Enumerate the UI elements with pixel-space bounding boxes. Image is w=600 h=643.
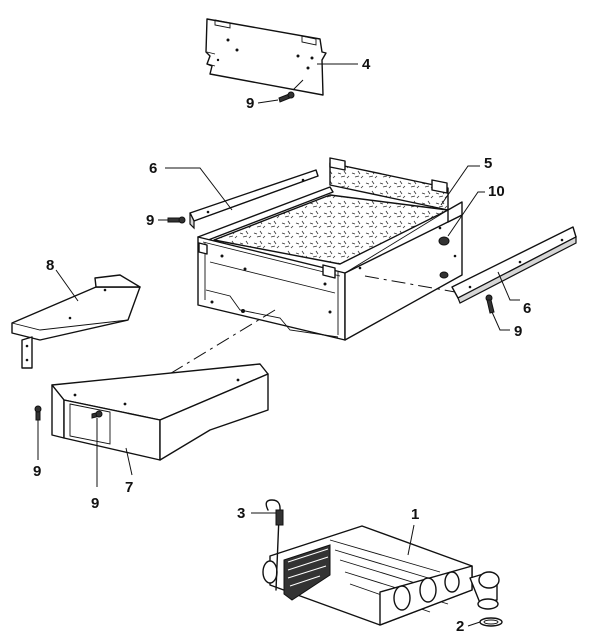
part-2-o-ring: 2 xyxy=(456,617,503,635)
callout-label-3: 3 xyxy=(237,505,245,522)
callout-label-2: 2 xyxy=(456,618,464,635)
callout-label-9-top: 9 xyxy=(246,95,254,112)
part-1-heat-exchanger xyxy=(262,525,500,626)
part-3-sensor: 3 xyxy=(237,499,284,591)
part-6-left-strip xyxy=(189,169,319,230)
part-6-right-callout: 6 xyxy=(497,271,531,317)
callout-label-9-bracket-left: 9 xyxy=(33,463,41,480)
callout-label-7: 7 xyxy=(125,479,133,496)
part-10-callout: 10 xyxy=(447,183,505,237)
callout-label-6-left: 6 xyxy=(149,160,157,177)
screw-9-bracket-right: 9 xyxy=(91,410,103,512)
part-7-bottom-bracket xyxy=(51,363,269,461)
part-6-left-callout: 6 xyxy=(149,160,233,211)
part-1-callout: 1 xyxy=(407,506,419,556)
screw-9-top: 9 xyxy=(246,79,304,112)
callout-label-5: 5 xyxy=(484,155,492,172)
part-7-callout: 7 xyxy=(125,447,133,496)
part-5-callout: 5 xyxy=(440,155,492,206)
callout-label-8: 8 xyxy=(46,257,54,274)
part-4-callout: 4 xyxy=(317,56,371,73)
callout-label-1: 1 xyxy=(411,506,419,523)
part-6-right-strip xyxy=(451,226,577,304)
callout-label-9-strip: 9 xyxy=(146,212,154,229)
part-8-callout: 8 xyxy=(46,257,79,302)
part-8-bracket xyxy=(11,274,141,369)
callout-label-9-bracket-right: 9 xyxy=(91,495,99,512)
screw-9-bracket-left: 9 xyxy=(33,405,42,480)
callout-label-9-right: 9 xyxy=(514,323,522,340)
screw-9-right-strip: 9 xyxy=(485,294,522,340)
part-4-back-plate xyxy=(205,18,327,96)
callout-label-6-right: 6 xyxy=(523,300,531,317)
screw-9-left-strip: 9 xyxy=(146,212,186,229)
callout-label-4: 4 xyxy=(362,56,371,73)
part-5-combustion-box xyxy=(197,157,463,341)
callout-label-10: 10 xyxy=(488,183,505,200)
